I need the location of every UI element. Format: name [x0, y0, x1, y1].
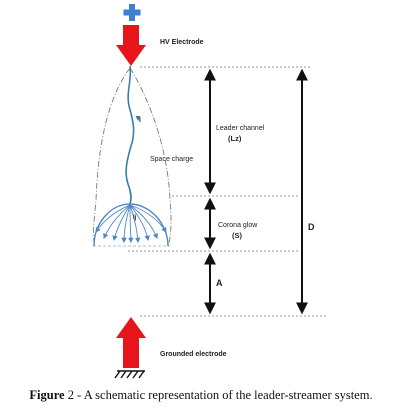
figure-label: Figure [29, 388, 65, 402]
streamer-line [121, 204, 131, 244]
streamer-line [129, 204, 167, 233]
corona-glow-label: Corona glow [218, 222, 258, 229]
current-arrow [135, 116, 141, 121]
lz-label: (Lz) [228, 134, 242, 143]
figure-caption: Figure 2 - A schematic representation of… [0, 388, 402, 403]
streamer-line [129, 204, 158, 240]
d-label: D [308, 222, 315, 232]
s-label: (S) [232, 231, 243, 240]
caption-text: - A schematic representation of the lead… [73, 388, 373, 402]
hv-electrode-arrow [116, 25, 146, 66]
ground-symbol-icon [114, 370, 145, 379]
grounded-electrode-arrow [116, 317, 146, 368]
streamer-lines [95, 204, 167, 244]
figure-number: 2 [67, 388, 74, 402]
hv-electrode-label: HV Electrode [160, 39, 204, 46]
space-charge-envelope [93, 67, 131, 247]
leader-channel [125, 65, 135, 205]
streamer-line [95, 204, 131, 233]
space-charge-envelope [129, 67, 172, 247]
streamer-line [128, 204, 134, 244]
streamer-line [103, 204, 131, 239]
streamer-line [129, 204, 150, 242]
plus-icon [123, 4, 141, 21]
space-charge-label: Space charge [150, 156, 193, 163]
grounded-electrode-label: Grounded electrode [160, 351, 227, 358]
streamer-line [112, 204, 131, 242]
streamer-line [129, 204, 141, 244]
leader-channel-label: Leader channel [216, 125, 265, 132]
a-label: A [216, 278, 223, 288]
current-i-label: I [139, 117, 141, 124]
current-ij-label: Ij [133, 215, 137, 221]
